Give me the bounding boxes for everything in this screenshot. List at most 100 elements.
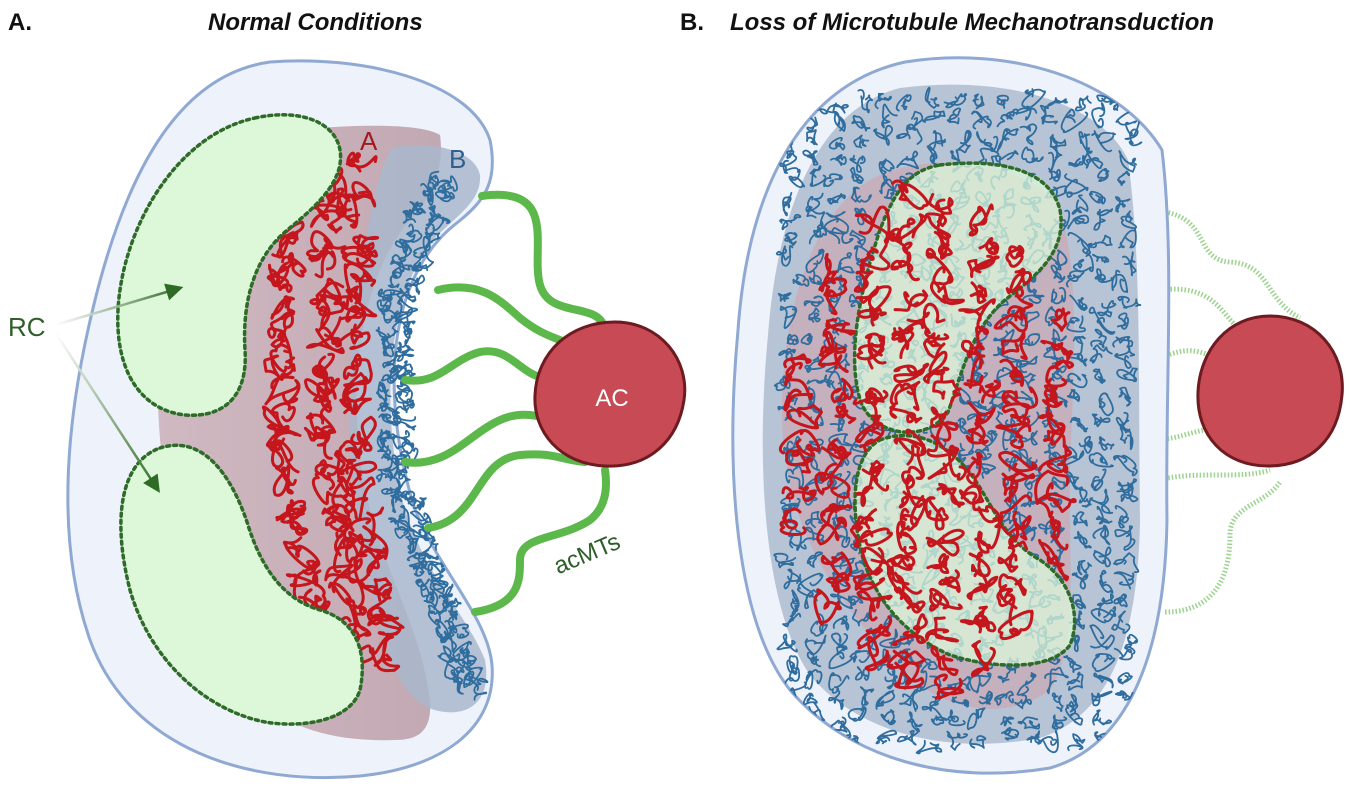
red-strand-b-106 [997, 540, 1029, 573]
blue-strand-a-25 [381, 336, 395, 358]
blue-strand-b-90 [1115, 196, 1131, 213]
red-strand-b-29 [993, 307, 1028, 333]
red-strand-a-22 [267, 308, 294, 340]
blue-strand-b-210 [1114, 346, 1136, 369]
blue-strand-b-28 [1060, 108, 1089, 134]
red-strand-b-38 [783, 353, 812, 381]
red-strand-a-60 [360, 577, 393, 602]
red-strand-b-54 [786, 403, 824, 430]
blue-strand-b-264 [982, 430, 998, 447]
blue-strand-b-471 [906, 711, 923, 733]
blue-strand-b-40 [996, 128, 1019, 153]
blue-strand-a-17 [377, 288, 404, 302]
blue-strand-b-298 [1064, 470, 1084, 491]
blue-strand-b-165 [1117, 295, 1142, 309]
rc-arrow-upper [54, 283, 184, 327]
blue-strand-b-344 [1092, 524, 1111, 546]
red-strand-a-8 [309, 203, 345, 234]
blue-strand-b-78 [827, 193, 846, 205]
red-strand-b-125 [864, 635, 890, 672]
red-strand-a-14 [308, 243, 337, 279]
blue-strand-b-270 [1119, 426, 1134, 450]
red-strand-a-56 [324, 558, 364, 594]
blue-strand-b-374 [1099, 569, 1114, 594]
acmts-a [401, 190, 611, 616]
region-a-label: A [360, 126, 378, 156]
red-strand-a-38 [303, 425, 334, 460]
blue-strand-b-18 [832, 111, 846, 132]
blue-strand-b-55 [995, 150, 1019, 171]
blue-strand-b-341 [1023, 524, 1037, 542]
red-strand-b-75 [966, 452, 983, 485]
blue-strand-b-481 [773, 730, 794, 745]
red-strand-b-15 [925, 247, 954, 286]
blue-strand-b-163 [1069, 294, 1088, 311]
blue-strand-b-23 [946, 107, 962, 125]
red-strand-a-59 [327, 580, 367, 616]
blue-strand-a-31 [375, 381, 392, 402]
red-strand-b-4 [896, 213, 927, 244]
blue-strand-b-266 [1017, 430, 1038, 446]
blue-strand-b-211 [774, 369, 794, 392]
red-strand-a-10 [271, 230, 299, 259]
red-strand-a-45 [336, 460, 378, 497]
blue-strand-b-392 [810, 613, 828, 637]
acmt-1 [478, 190, 609, 334]
red-strand-b-50 [932, 379, 962, 405]
blue-strand-b-190 [993, 328, 1015, 347]
blue-strand-b-72 [1048, 168, 1061, 182]
red-strand-a-52 [282, 536, 321, 571]
blue-strand-b-405 [1111, 610, 1131, 634]
panel-b: B. Loss of Microtubule Mechanotransducti… [680, 9, 1344, 775]
blue-strand-b-135 [1122, 251, 1137, 277]
blue-strand-b-225 [1116, 367, 1138, 383]
blue-strand-b-120 [1118, 228, 1137, 249]
blue-strand-b-38 [957, 130, 972, 154]
blue-strand-b-461 [1014, 694, 1032, 710]
red-strand-b-6 [968, 203, 994, 237]
blue-strand-b-404 [1090, 606, 1117, 624]
blue-strand-b-493 [1067, 733, 1086, 752]
red-strand-a-9 [335, 193, 361, 229]
red-strand-b-103 [887, 553, 916, 571]
blue-strand-b-56 [1021, 146, 1044, 164]
blue-strand-b-27 [1039, 104, 1058, 125]
red-strand-b-40 [856, 343, 887, 370]
blue-strand-b-1 [785, 88, 802, 107]
blue-strand-a-40 [399, 441, 419, 465]
blue-strand-b-445 [997, 665, 1017, 684]
red-strand-b-35 [960, 325, 985, 359]
blue-strand-b-152 [803, 295, 825, 307]
red-strand-b-20 [893, 289, 929, 312]
blue-strand-a-13 [390, 254, 411, 275]
blue-strand-b-6 [895, 94, 912, 112]
red-strand-b-94 [816, 516, 847, 546]
blue-strand-b-104 [1093, 208, 1114, 231]
red-strand-a-28 [263, 354, 296, 381]
blue-strand-a-12 [413, 246, 435, 270]
blue-strand-b-452 [802, 692, 822, 713]
blue-strand-b-378 [830, 588, 854, 610]
blue-strand-b-10 [996, 94, 1010, 109]
blue-strand-b-459 [978, 690, 993, 705]
blue-strand-a-57 [413, 560, 428, 577]
red-strand-b-13 [853, 262, 874, 293]
blue-strand-b-105 [1120, 210, 1138, 229]
red-strand-b-16 [967, 254, 1000, 279]
red-strand-b-128 [970, 639, 996, 677]
blue-strand-a-48 [407, 497, 427, 511]
red-strand-b-124 [997, 609, 1034, 641]
red-strand-a-16 [267, 263, 293, 293]
red-strand-b-77 [1038, 444, 1072, 474]
blue-strand-b-243 [829, 417, 845, 432]
blue-strand-b-254 [1091, 413, 1111, 428]
acmt-3 [401, 347, 549, 385]
blue-strand-b-455 [875, 689, 896, 710]
red-strand-b-56 [852, 394, 885, 431]
blue-strand-b-51 [896, 150, 919, 170]
red-strand-b-78 [781, 485, 817, 503]
blue-strand-b-52 [926, 145, 938, 166]
red-strand-b-76 [998, 450, 1038, 483]
blue-strand-a-59 [415, 578, 430, 598]
blue-strand-a-9 [399, 223, 423, 244]
